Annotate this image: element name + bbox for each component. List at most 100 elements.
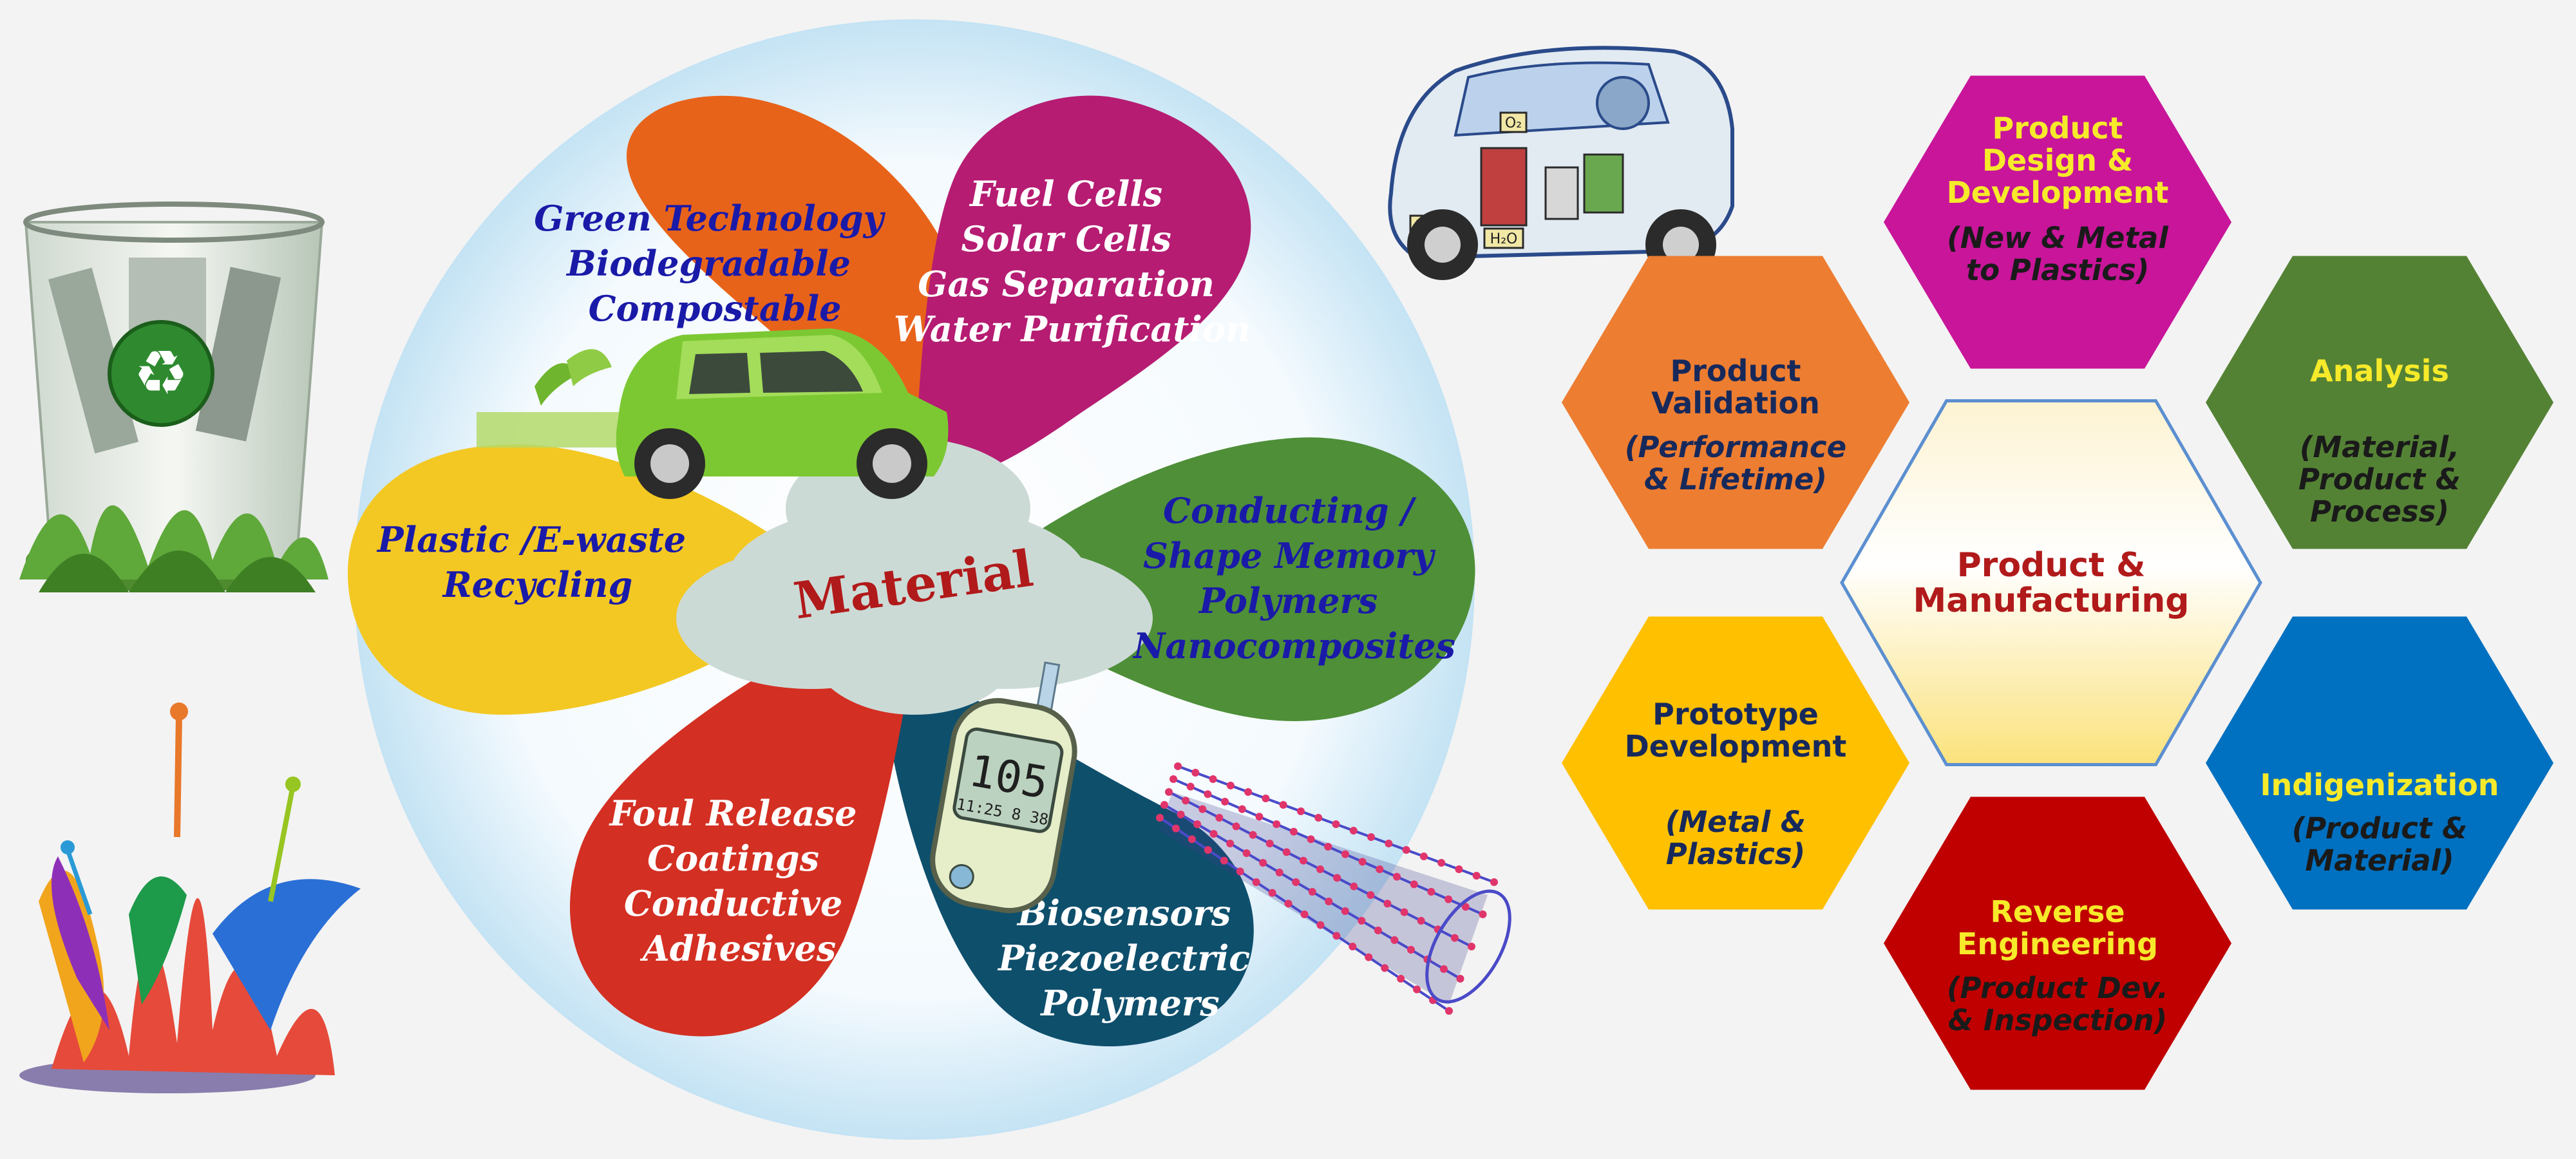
hex-reverse-title-line: Reverse: [1990, 894, 2125, 929]
svg-text:♻: ♻: [133, 338, 188, 409]
petal-foul-line-3: Conductive: [624, 883, 842, 924]
nanotube-atom: [1296, 807, 1305, 815]
nanotube-atom: [1332, 820, 1340, 828]
nanotube-atom: [1282, 848, 1291, 856]
nanotube-atom: [1410, 880, 1418, 889]
nanotube-atom: [1221, 798, 1229, 806]
petal-biosensors-label: Biosensors Piezoelectric Polymers: [997, 892, 1262, 1024]
petal-conducting-line-1: Conducting /: [1163, 490, 1417, 531]
nanotube-atom: [1367, 833, 1376, 841]
nanotube-atom: [1204, 790, 1212, 798]
hex-validation: [1562, 256, 1909, 549]
cutaway-car-icon: O₂ H₂ H₂O: [1388, 46, 1734, 280]
nanotube-atom: [1252, 878, 1260, 886]
hex-analysis-subtitle-line: Process): [2310, 495, 2449, 529]
nanotube-atom: [1284, 900, 1293, 908]
hex-indigenization-title: Indigenization: [2260, 768, 2499, 802]
hex-center-title-line: Manufacturing: [1913, 581, 2190, 620]
hex-analysis-subtitle-line: (Material,: [2300, 430, 2459, 464]
nanotube-atom: [1220, 856, 1228, 865]
nanotube-atom: [1300, 910, 1309, 918]
hex-validation-subtitle-line: (Performance: [1625, 430, 1846, 464]
petal-biosensors-line-3: Polymers: [1039, 983, 1219, 1024]
nanotube-atom: [1316, 921, 1325, 929]
nanotube-atom: [1437, 859, 1446, 867]
nanotube-atom: [1289, 827, 1298, 836]
hex-indigenization-subtitle-line: Material): [2305, 843, 2454, 878]
nanotube-atom: [1374, 927, 1382, 934]
hex-analysis: [2206, 256, 2553, 549]
hex-prototype: [1562, 616, 1909, 910]
nanotube-atom: [1349, 827, 1358, 834]
nanotube-atom: [1350, 882, 1358, 890]
hex-design: [1884, 75, 2231, 369]
nanotube-atom: [1273, 820, 1281, 828]
petal-foul-line-4: Adhesives: [639, 928, 836, 969]
petal-conducting-line-2: Shape Memory: [1143, 535, 1436, 576]
petal-foul-release: [570, 637, 914, 1037]
nanotube-atom: [1193, 820, 1202, 828]
nanotube-atom: [1444, 895, 1453, 903]
petal-foul-line-1: Foul Release: [609, 793, 857, 834]
petal-foul-line-2: Coatings: [647, 838, 819, 879]
nanotube-atom: [1341, 850, 1349, 858]
nanotube-atom: [1215, 814, 1224, 822]
nanotube-atom: [1308, 888, 1316, 896]
hex-analysis-title-line: Analysis: [2310, 353, 2449, 388]
hex-reverse-subtitle-line: & Inspection): [1948, 1003, 2167, 1037]
nanotube-atom: [1174, 762, 1182, 770]
hex-prototype-title-line: Development: [1625, 729, 1847, 764]
car-icon: [477, 328, 949, 499]
nanotube-atom: [1265, 840, 1274, 847]
hex-indigenization-subtitle: (Product &Material): [2292, 811, 2468, 878]
petal-energy-line-1: Fuel Cells: [969, 173, 1162, 214]
petal-energy-line-3: Gas Separation: [918, 263, 1215, 305]
nanotube-atom: [1333, 874, 1341, 882]
nanotube-atom: [1490, 878, 1498, 886]
recycle-bin-illustration: ♻: [19, 202, 328, 592]
hex-validation-title-line: Product: [1671, 353, 1801, 388]
nanotube-atom: [1400, 908, 1408, 916]
petal-conducting-label: Conducting / Shape Memory Polymers Nanoc…: [1132, 490, 1455, 666]
nanotube-atom: [1413, 985, 1421, 994]
nanotube-atom: [1358, 858, 1367, 866]
nanotube-atom: [1226, 840, 1235, 847]
nanotube-atom: [1472, 872, 1481, 880]
petal-recycling: [348, 444, 799, 715]
nanotube-atom: [1307, 835, 1315, 843]
hex-reverse-subtitle: (Product Dev.& Inspection): [1947, 971, 2168, 1037]
petal-energy-line-4: Water Purification: [894, 308, 1251, 350]
hex-prototype-title-line: Prototype: [1653, 697, 1819, 731]
nanotube-atom: [1383, 900, 1392, 908]
hex-center-title: Product &Manufacturing: [1913, 546, 2190, 620]
hex-prototype-subtitle-line: (Metal &: [1665, 805, 1806, 839]
paint-splash-illustration: [19, 702, 361, 1093]
nanotube-atom: [1325, 898, 1333, 905]
nanotube-atom: [1191, 769, 1200, 777]
petal-energy-line-2: Solar Cells: [961, 218, 1171, 259]
hex-indigenization-title-line: Indigenization: [2260, 768, 2499, 802]
nanotube-atom: [1262, 795, 1270, 802]
nanotube-atom: [1236, 867, 1244, 876]
nanotube-atom: [1165, 788, 1173, 796]
nanotube-atom: [1232, 822, 1240, 831]
petal-green-technology-label: Green Technology Biodegradable Compostab…: [534, 198, 896, 329]
hex-validation-subtitle: (Performance& Lifetime): [1625, 430, 1846, 496]
nanotube-atom: [1198, 805, 1207, 813]
petal-foul-release-label: Foul Release Coatings Conductive Adhesiv…: [609, 793, 869, 969]
hex-reverse: [1884, 796, 2231, 1090]
nanotube-atom: [1376, 865, 1384, 873]
hex-reverse-title-line: Engineering: [1957, 927, 2158, 961]
hex-prototype-subtitle-line: Plastics): [1666, 837, 1806, 871]
nanotube-atom: [1417, 917, 1425, 925]
hex-indigenization-subtitle-line: (Product &: [2292, 811, 2468, 845]
petal-green-line-3: Compostable: [589, 288, 842, 329]
nanotube-atom: [1450, 934, 1459, 942]
nanotube-atom: [1170, 775, 1177, 783]
petal-biosensors-line-1: Biosensors: [1016, 892, 1231, 934]
nanotube-atom: [1242, 849, 1251, 857]
nanotube-atom: [1171, 824, 1180, 833]
